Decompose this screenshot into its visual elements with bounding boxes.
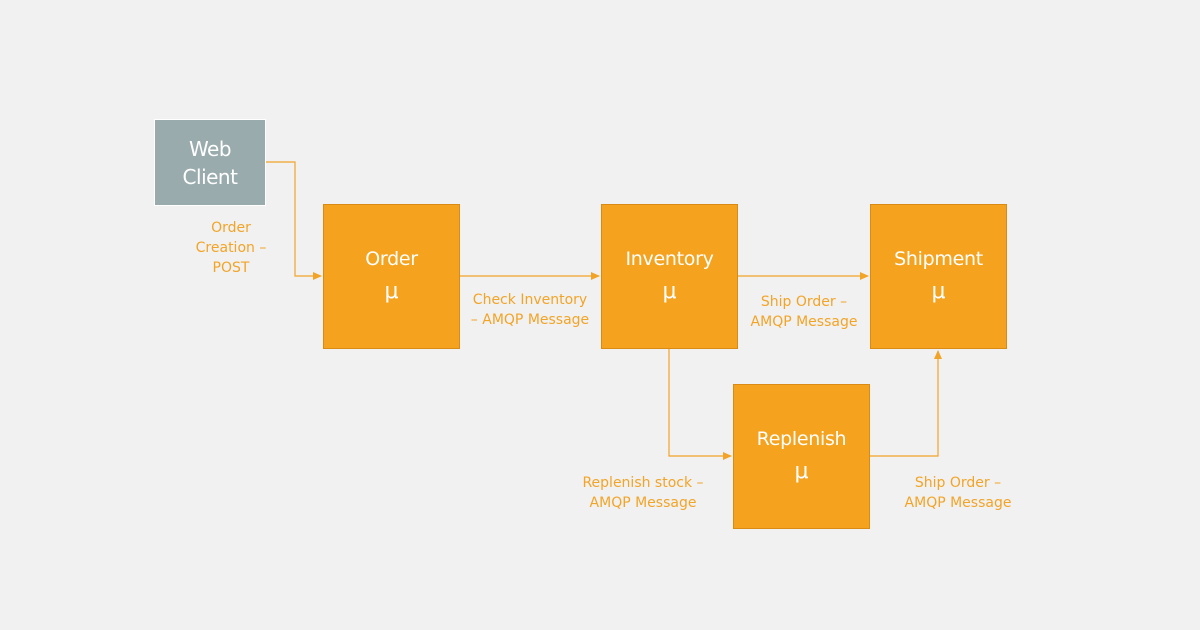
- shipment-micro-symbol: μ: [931, 278, 946, 304]
- replenish-service-node: Replenish μ: [733, 384, 870, 529]
- edge-webclient-to-order: [266, 161, 322, 280]
- check-inventory-edge-label: Check Inventory – AMQP Message: [470, 292, 590, 328]
- replenish-micro-symbol: μ: [794, 458, 809, 484]
- ship-order-edge-label: Ship Order – AMQP Message: [750, 294, 858, 330]
- edge-replenish-to-shipment: [870, 350, 942, 457]
- web-client-label: Web Client: [182, 136, 238, 189]
- order-micro-symbol: μ: [384, 278, 399, 304]
- inventory-service-node: Inventory μ: [601, 204, 738, 349]
- replenish-ship-order-edge-label: Ship Order – AMQP Message: [904, 475, 1012, 511]
- replenish-service-label: Replenish: [756, 427, 847, 450]
- order-service-label: Order: [365, 247, 418, 270]
- web-client-node: Web Client: [154, 119, 266, 206]
- edge-inventory-to-replenish: [668, 349, 732, 460]
- order-creation-edge-label: Order Creation – POST: [195, 220, 267, 276]
- inventory-micro-symbol: μ: [662, 278, 677, 304]
- order-service-node: Order μ: [323, 204, 460, 349]
- shipment-service-node: Shipment μ: [870, 204, 1007, 349]
- replenish-stock-edge-label: Replenish stock – AMQP Message: [582, 475, 704, 511]
- inventory-service-label: Inventory: [625, 247, 714, 270]
- shipment-service-label: Shipment: [894, 247, 983, 270]
